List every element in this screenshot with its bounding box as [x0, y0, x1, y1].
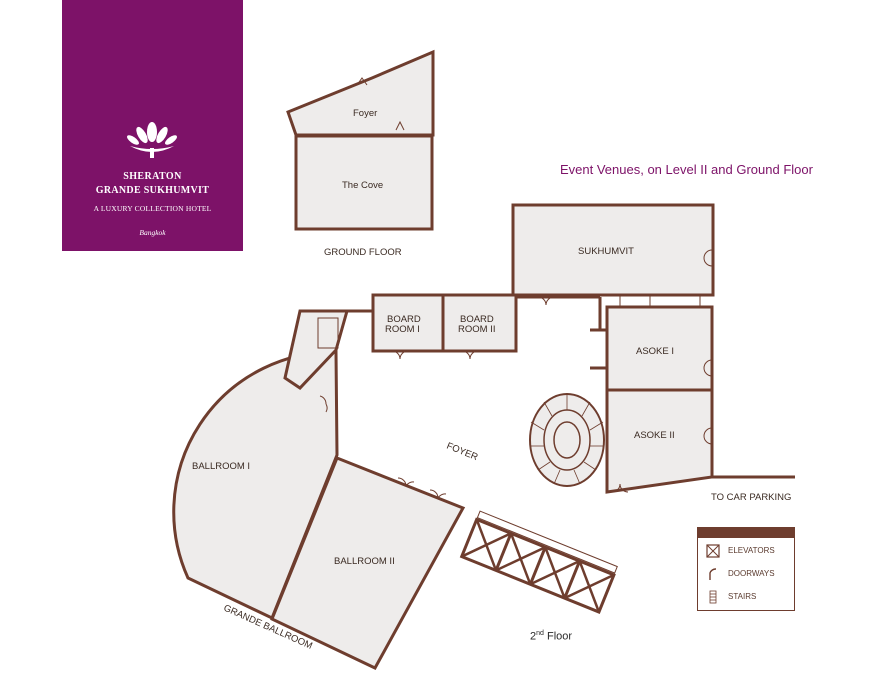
second-floor-label: 2nd Floor	[530, 630, 573, 643]
ground-floor-label: GROUND FLOOR	[324, 247, 402, 258]
the-cove-room	[294, 134, 434, 231]
board-room-2-room	[441, 293, 518, 353]
legend: ELEVATORS DOORWAYS STAIRS	[697, 527, 795, 611]
ballroom-2-label: BALLROOM II	[334, 556, 395, 567]
board-room-1-label-line2: ROOM I	[385, 324, 420, 335]
prefunction-block	[283, 309, 349, 390]
legend-doorways-label: DOORWAYS	[728, 569, 775, 578]
asoke-1-room	[605, 305, 714, 392]
asoke-2-label: ASOKE II	[634, 430, 675, 441]
car-parking-label: TO CAR PARKING	[711, 492, 791, 503]
spiral-staircase-icon	[529, 393, 605, 487]
stairs-legend-icon	[709, 590, 717, 604]
page-heading: Event Venues, on Level II and Ground Flo…	[560, 162, 813, 177]
board-room-1-label-line1: BOARD	[387, 314, 421, 325]
asoke-1-label: ASOKE I	[636, 346, 674, 357]
brand-city: Bangkok	[139, 228, 166, 237]
legend-stairs-label: STAIRS	[728, 592, 757, 601]
the-cove-label: The Cove	[342, 180, 383, 191]
doorway-legend-icon	[709, 568, 717, 580]
asoke-2-room	[605, 388, 714, 494]
brand-name-line1: SHERATON	[123, 171, 182, 182]
ground-foyer-label: Foyer	[353, 108, 377, 119]
brand-logo-panel: SHERATON GRANDE SUKHUMVIT A LUXURY COLLE…	[62, 0, 243, 251]
foyer-label: FOYER	[445, 441, 480, 464]
lotus-logo-icon	[127, 122, 177, 158]
sukhumvit-label: SUKHUMVIT	[578, 246, 634, 257]
elevators-icon	[459, 510, 618, 614]
board-room-2-label-line2: ROOM II	[458, 324, 495, 335]
brand-tagline: A LUXURY COLLECTION HOTEL	[93, 204, 212, 213]
brand-name-line2: GRANDE SUKHUMVIT	[95, 185, 210, 196]
legend-header-bar	[698, 528, 794, 538]
ballroom-1-label: BALLROOM I	[192, 461, 250, 472]
elevator-legend-icon	[706, 544, 720, 558]
board-room-1-room	[371, 293, 445, 353]
board-room-2-label-line1: BOARD	[460, 314, 494, 325]
ground-foyer-room	[286, 49, 435, 137]
legend-elevators-label: ELEVATORS	[728, 546, 775, 555]
sukhumvit-room	[511, 203, 715, 297]
ballroom-2-room	[270, 456, 466, 670]
